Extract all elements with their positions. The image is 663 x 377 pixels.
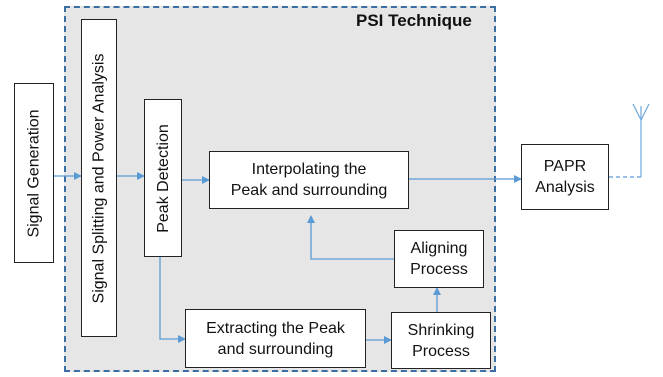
shrinking-line-1: Shrinking xyxy=(407,321,475,339)
interpolating-line-1: Interpolating the xyxy=(251,161,367,178)
papr-line-1: PAPR xyxy=(543,158,587,175)
shrinking-process-block: Shrinking Process xyxy=(391,312,491,369)
aligning-line-2: Process xyxy=(410,261,468,278)
peak-detection-block: Peak Detection xyxy=(144,99,182,257)
interpolating-block: Interpolating the Peak and surrounding xyxy=(209,151,409,209)
signal-splitting-label: Signal Splitting and Power Analysis xyxy=(90,53,108,303)
signal-generation-block: Signal Generation xyxy=(14,83,54,263)
shrinking-line-2: Process xyxy=(412,342,470,360)
extracting-block: Extracting the Peak and surrounding xyxy=(185,309,366,368)
signal-splitting-block: Signal Splitting and Power Analysis xyxy=(81,19,117,337)
arrow-detection-to-extracting xyxy=(159,257,186,343)
psi-technique-title: PSI Technique xyxy=(356,11,472,30)
antenna-icon xyxy=(609,103,650,178)
signal-generation-label: Signal Generation xyxy=(25,108,43,238)
aligning-process-block: Aligning Process xyxy=(394,230,484,288)
aligning-line-1: Aligning xyxy=(410,240,468,257)
peak-detection-label: Peak Detection xyxy=(154,123,172,233)
arrow-aligning-to-interpolating xyxy=(307,215,394,260)
papr-line-2: Analysis xyxy=(535,179,595,196)
extracting-line-2: and surrounding xyxy=(217,340,334,358)
interpolating-line-2: Peak and surrounding xyxy=(230,182,388,199)
papr-analysis-block: PAPR Analysis xyxy=(521,144,609,210)
extracting-line-1: Extracting the Peak xyxy=(206,319,345,337)
